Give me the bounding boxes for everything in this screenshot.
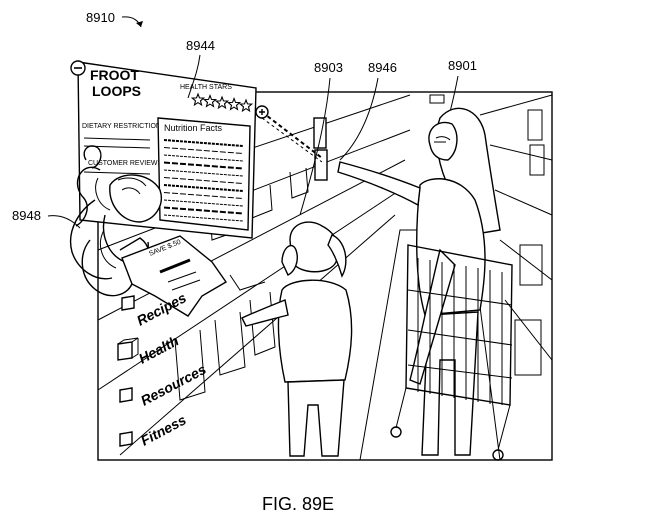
leader-8944 bbox=[187, 54, 201, 99]
aisle-right-shelves bbox=[479, 94, 553, 376]
nutrition-row bbox=[163, 154, 244, 162]
nutrition-row bbox=[163, 161, 244, 170]
star-icon bbox=[202, 93, 218, 108]
star-icon bbox=[226, 96, 242, 111]
coupon[interactable]: SAVE $.50 bbox=[121, 235, 228, 317]
menu-item-resources[interactable]: Resources bbox=[119, 361, 209, 409]
ref-label-8910: 8910 bbox=[86, 10, 115, 25]
star-icon bbox=[190, 92, 206, 107]
leader-8948 bbox=[47, 215, 81, 229]
shopping-cart bbox=[390, 244, 513, 461]
star-icon bbox=[214, 95, 230, 110]
nutrition-row bbox=[163, 147, 244, 154]
arrow-head-icon bbox=[136, 21, 143, 27]
menu-label-health: Health bbox=[136, 332, 181, 366]
ref-arrow-8910 bbox=[121, 16, 142, 28]
customer-reviews-label: CUSTOMER REVIEWS bbox=[88, 160, 162, 167]
ref-label-8948: 8948 bbox=[12, 208, 41, 223]
scene-frame bbox=[97, 91, 553, 461]
pointer-beam-8946 bbox=[261, 111, 323, 163]
nutrition-facts-title: Nutrition Facts bbox=[164, 123, 223, 133]
menu-label-resources: Resources bbox=[138, 361, 209, 409]
nutrition-row bbox=[163, 214, 244, 222]
leader-8903 bbox=[299, 77, 331, 216]
info-panel-8944: FROOT LOOPS HEALTH STARS DIETARY RESTRIC… bbox=[70, 60, 269, 239]
health-stars-rating bbox=[190, 92, 254, 113]
nutrition-facts-box bbox=[157, 117, 251, 231]
aisle-left-shelves bbox=[97, 94, 411, 456]
nutrition-row bbox=[163, 139, 244, 147]
leader-8901 bbox=[449, 75, 459, 113]
nutrition-row bbox=[163, 206, 244, 215]
nutrition-row bbox=[163, 177, 244, 184]
coupon-barcode bbox=[159, 258, 191, 274]
menu-item-health[interactable]: Health bbox=[117, 332, 181, 367]
dietary-restrictions-label: DIETARY RESTRICTIONS bbox=[82, 123, 166, 130]
checkbox-icon bbox=[117, 341, 133, 361]
ref-label-8903: 8903 bbox=[314, 60, 343, 75]
product-name-line2: LOOPS bbox=[92, 83, 141, 99]
checkbox-icon bbox=[119, 387, 133, 403]
plus-icon-stroke bbox=[259, 109, 265, 115]
leader-8946 bbox=[339, 77, 379, 161]
adult-shopper bbox=[337, 107, 501, 456]
star-icon bbox=[238, 98, 254, 113]
nutrition-row bbox=[163, 169, 244, 177]
ref-label-8901: 8901 bbox=[448, 58, 477, 73]
product-name-line1: FROOT bbox=[90, 67, 139, 83]
checkbox-icon bbox=[121, 295, 135, 311]
ref-label-8944: 8944 bbox=[186, 38, 215, 53]
checkbox-icon bbox=[119, 431, 133, 447]
child-shopper bbox=[241, 221, 353, 457]
menu-item-fitness[interactable]: Fitness bbox=[119, 411, 189, 449]
side-menu: Recipes Health Resources Fitness bbox=[117, 289, 209, 449]
health-stars-label: HEALTH STARS bbox=[180, 84, 232, 91]
cartoon-character-8948 bbox=[70, 145, 162, 297]
ref-label-8946: 8946 bbox=[368, 60, 397, 75]
nutrition-row bbox=[163, 184, 244, 192]
nutrition-row bbox=[163, 192, 244, 199]
ceiling-light bbox=[429, 94, 445, 104]
figure-caption: FIG. 89E bbox=[262, 494, 334, 514]
nutrition-row bbox=[163, 199, 244, 207]
shelf-item-8903 bbox=[313, 117, 328, 181]
nutrition-facts-rows bbox=[163, 139, 244, 222]
